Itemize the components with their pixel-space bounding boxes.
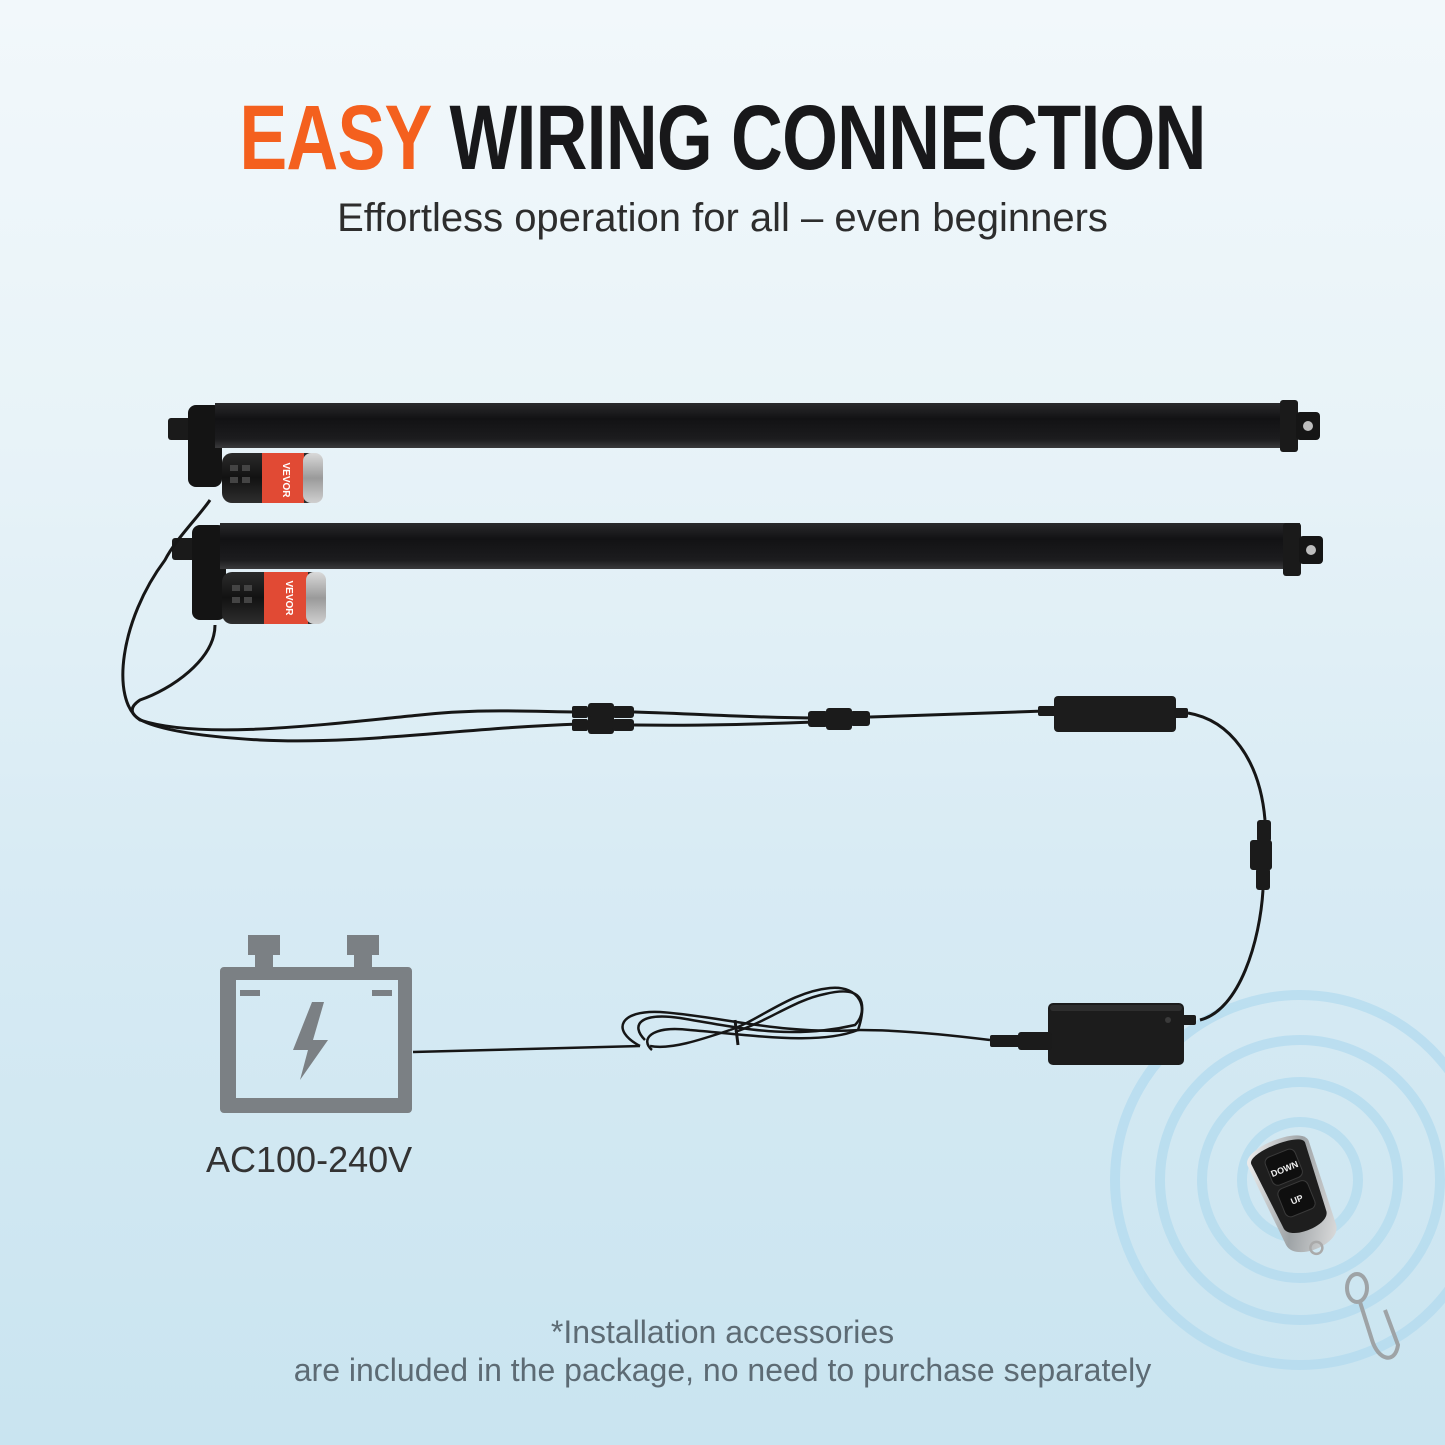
footnote-line-2: are included in the package, no need to … (293, 1352, 1152, 1388)
page-subtitle: Effortless operation for all – even begi… (337, 196, 1108, 240)
motor-top: VEVOR (222, 453, 323, 503)
actuator-cables (121, 499, 581, 743)
actuator-bottom: VEVOR (172, 523, 1323, 624)
inline-connector-2 (1250, 820, 1272, 890)
key-fob-remote: DOWN UP (1247, 1135, 1337, 1256)
power-cord (412, 986, 991, 1054)
motor-bottom: VEVOR (222, 572, 326, 624)
footnote-line-1: *Installation accessories (550, 1314, 895, 1350)
actuator-top: VEVOR (168, 400, 1320, 503)
voltage-label: AC100-240V (206, 1139, 413, 1180)
y-splitter-connector (572, 703, 634, 734)
power-adapter (990, 1003, 1196, 1065)
battery-icon (220, 935, 412, 1113)
svg-text:VEVOR: VEVOR (280, 462, 291, 498)
page-title: EASY WIRING CONNECTION (159, 88, 1286, 188)
title-main: WIRING CONNECTION (449, 87, 1207, 189)
title-accent: EASY (239, 87, 431, 189)
inline-connector-1 (808, 708, 870, 730)
remote-up-button: UP (1289, 1193, 1304, 1207)
keychain-clip-icon (1345, 1272, 1401, 1360)
control-box (1038, 696, 1188, 732)
svg-text:VEVOR: VEVOR (283, 580, 294, 616)
